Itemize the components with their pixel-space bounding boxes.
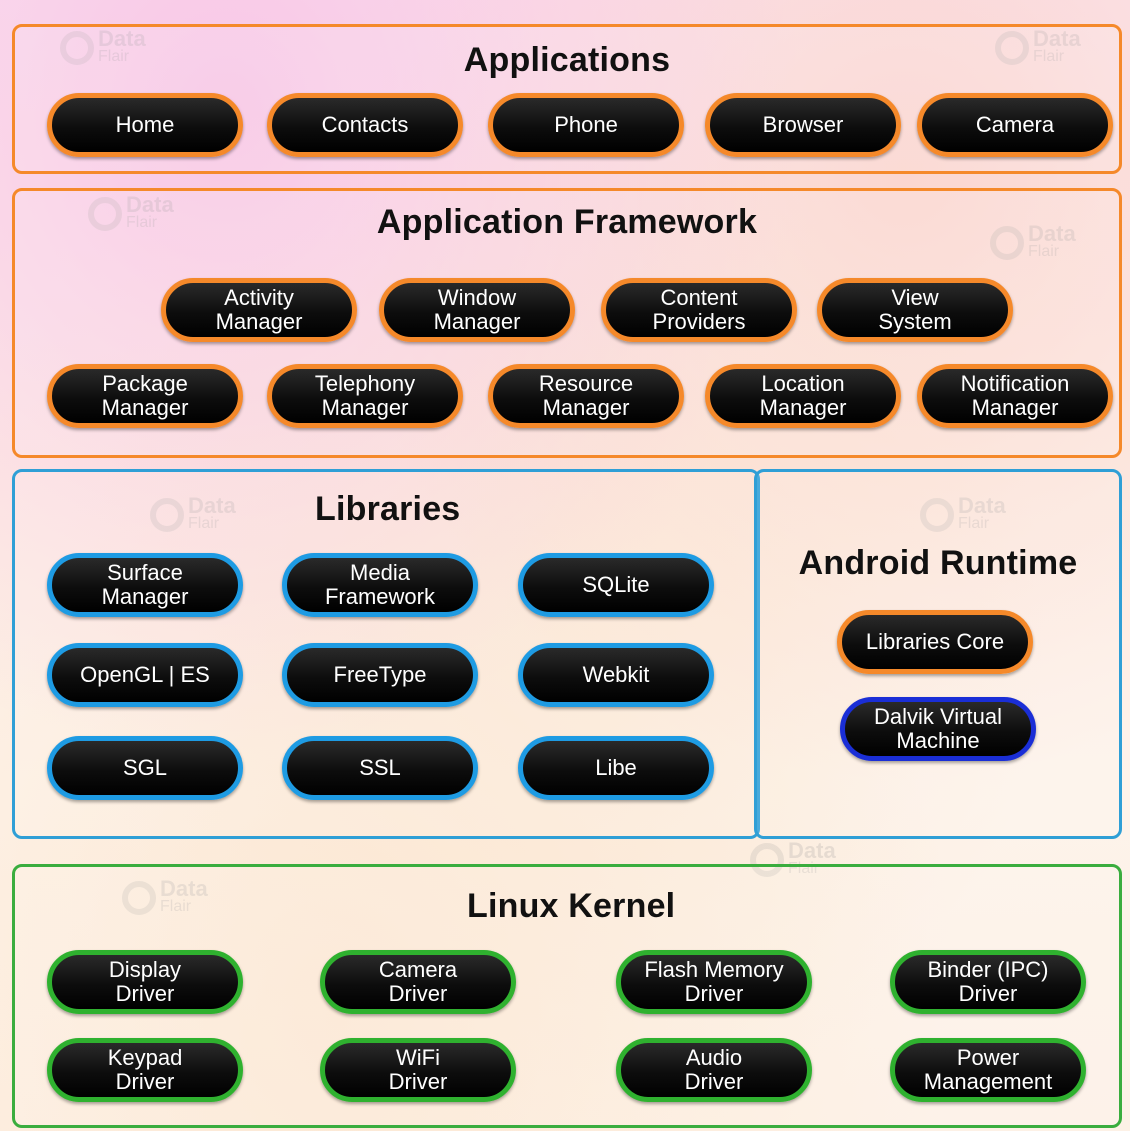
kernel-keypad-driver: Keypad Driver [47, 1038, 243, 1102]
app-home: Home [47, 93, 243, 157]
kernel-display-driver: Display Driver [47, 950, 243, 1014]
android-runtime-title: Android Runtime [798, 544, 1078, 582]
app-phone: Phone [488, 93, 684, 157]
app-camera: Camera [917, 93, 1113, 157]
app-browser: Browser [705, 93, 901, 157]
kernel-wifi-driver: WiFi Driver [320, 1038, 516, 1102]
kernel-power-management: Power Management [890, 1038, 1086, 1102]
framework-package-manager: Package Manager [47, 364, 243, 428]
kernel-binder-ipc-driver: Binder (IPC) Driver [890, 950, 1086, 1014]
framework-resource-manager: Resource Manager [488, 364, 684, 428]
lib-sgl: SGL [47, 736, 243, 800]
lib-surface-manager: Surface Manager [47, 553, 243, 617]
framework-telephony-manager: Telephony Manager [267, 364, 463, 428]
application-framework-title: Application Framework [376, 203, 758, 241]
lib-opengl-es: OpenGL | ES [47, 643, 243, 707]
lib-webkit: Webkit [518, 643, 714, 707]
runtime-dalvik-virtual-machine: Dalvik Virtual Machine [840, 697, 1036, 761]
kernel-camera-driver: Camera Driver [320, 950, 516, 1014]
kernel-flash-memory-driver: Flash Memory Driver [616, 950, 812, 1014]
framework-view-system: View System [817, 278, 1013, 342]
linux-kernel-title: Linux Kernel [467, 887, 676, 925]
applications-title: Applications [463, 41, 671, 79]
framework-content-providers: Content Providers [601, 278, 797, 342]
framework-window-manager: Window Manager [379, 278, 575, 342]
framework-location-manager: Location Manager [705, 364, 901, 428]
framework-notification-manager: Notification Manager [917, 364, 1113, 428]
libraries-title: Libraries [315, 490, 461, 528]
framework-activity-manager: Activity Manager [161, 278, 357, 342]
lib-sqlite: SQLite [518, 553, 714, 617]
lib-ssl: SSL [282, 736, 478, 800]
kernel-audio-driver: Audio Driver [616, 1038, 812, 1102]
app-contacts: Contacts [267, 93, 463, 157]
lib-media-framework: Media Framework [282, 553, 478, 617]
runtime-libraries-core: Libraries Core [837, 610, 1033, 674]
lib-libe: Libe [518, 736, 714, 800]
lib-freetype: FreeType [282, 643, 478, 707]
